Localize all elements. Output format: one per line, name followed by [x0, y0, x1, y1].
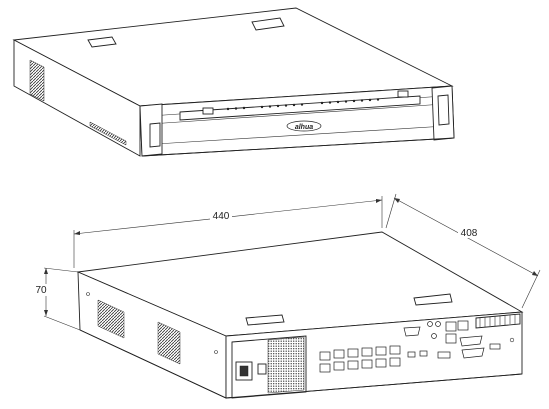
depth-dimension-label: 408 [461, 228, 478, 239]
rack-ear-right-handle [437, 94, 450, 126]
device-rear-view [76, 231, 524, 399]
esata-port [489, 343, 501, 350]
power-switch [257, 363, 267, 375]
rear-lid-slot-right [413, 293, 453, 306]
brand-logo: alhua [286, 120, 322, 132]
usb-port-rear-2 [419, 350, 428, 357]
rear-lid-slot-left [245, 314, 285, 326]
alarm-terminal-block [475, 313, 521, 329]
power-button [202, 107, 214, 115]
audio-jack-1 [427, 321, 433, 327]
dimension-annotations: 440 408 70 [34, 193, 541, 331]
hdmi-port [437, 351, 451, 359]
device-front-view: alhua [12, 7, 455, 157]
usb-port-front [397, 90, 409, 98]
rack-ear-left-handle [149, 122, 161, 148]
lan-port-3 [445, 333, 457, 344]
brand-logo-text: alhua [295, 124, 313, 131]
bnc-connector-group [319, 345, 401, 373]
height-dimension-label: 70 [35, 285, 47, 296]
audio-jack-3 [431, 333, 437, 339]
serial-port-1 [459, 335, 483, 347]
side-vent-right [157, 321, 181, 365]
status-led-row [226, 98, 380, 111]
side-grille [89, 121, 127, 146]
front-led-strip [179, 95, 421, 121]
side-vent-left [97, 299, 125, 339]
device-left-side [13, 39, 141, 157]
vga-port [403, 326, 421, 337]
audio-jack-2 [435, 321, 441, 327]
usb-port-rear-1 [407, 351, 416, 358]
lan-port-2 [457, 320, 469, 331]
serial-port-2 [461, 347, 485, 359]
lid-slot-right [251, 17, 285, 31]
lid-slot-left [87, 36, 117, 48]
side-vent-circle [29, 59, 45, 102]
psu-fan-grille [267, 336, 305, 394]
width-dimension-label: 440 [213, 211, 230, 222]
lan-port-1 [445, 321, 457, 332]
